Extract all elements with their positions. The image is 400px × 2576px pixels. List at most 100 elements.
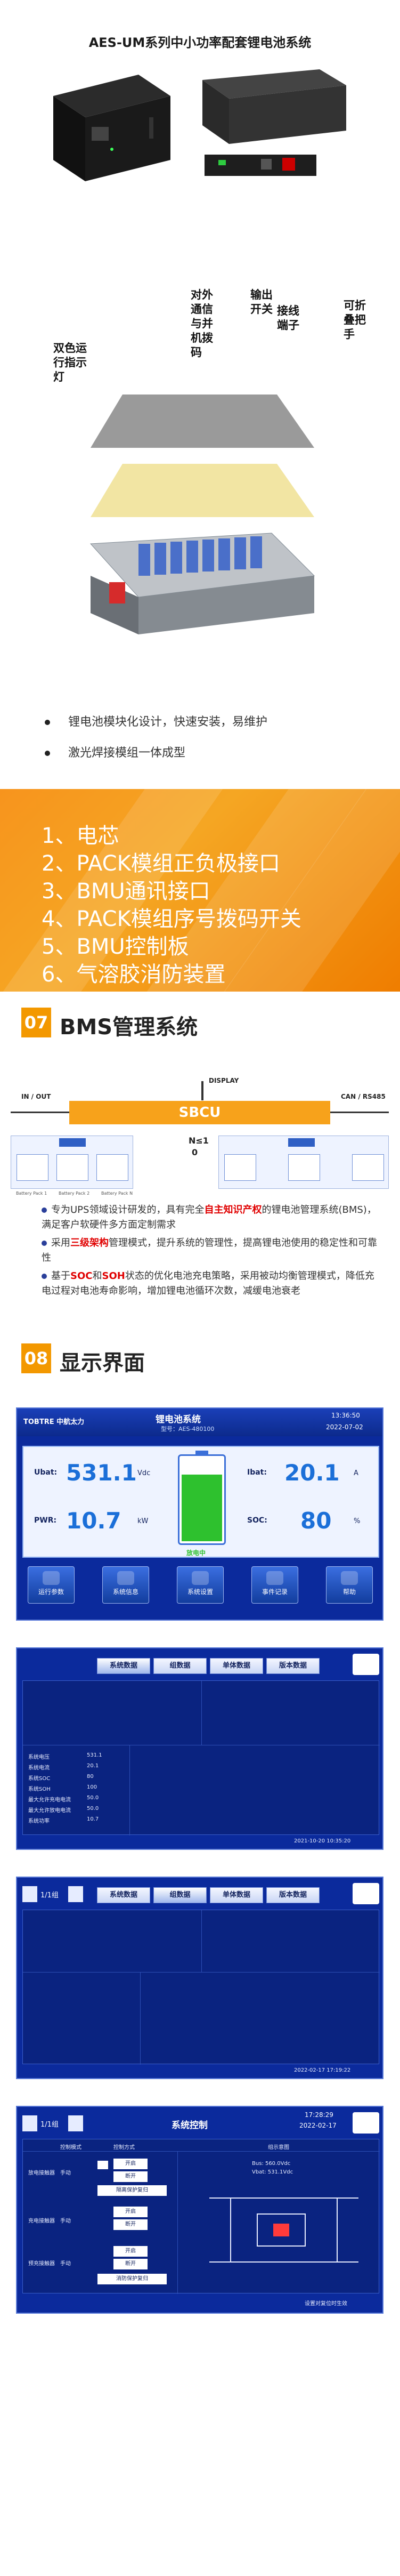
page-title: AES-UM系列中小功率配套锂电池系统	[88, 35, 312, 50]
info-icon	[117, 1571, 134, 1585]
prev-group-button[interactable]	[22, 2115, 37, 2131]
can-label: CAN / RS485	[341, 1093, 386, 1100]
soc-unit: %	[354, 1517, 361, 1525]
main-metrics-panel: Ubat: 531.1 Vdc PWR: 10.7 kW 放电中 Ibat: 2…	[22, 1446, 379, 1558]
soc-label: SOC:	[247, 1516, 267, 1525]
zero-label: 0	[192, 1147, 198, 1157]
home-button[interactable]	[353, 1883, 379, 1904]
contactor-close-button[interactable]: 断开	[113, 2171, 148, 2182]
tab-system-data[interactable]: 系统数据	[97, 1658, 150, 1674]
contactor-close-button[interactable]: 断开	[113, 2259, 148, 2269]
footer-note: 设置对复位时生效	[305, 2301, 347, 2307]
component-item: 3、BMU通讯接口	[42, 879, 210, 904]
group-indicator: 1/1组	[40, 1891, 59, 1899]
feature-1: 锂电池模块化设计，快速安装，易维护	[45, 712, 267, 729]
control-table: 控制模式 控制方式 组示意图 放电接触器 手动 开启 断开 隔离保护复归 充电接…	[22, 2139, 380, 2294]
brand-logo: TOBTRE 中航太力	[23, 1418, 85, 1426]
component-item: 5、BMU控制板	[42, 935, 189, 959]
hmi-group-data-screen: 1/1组 系统数据 组数据 单体数据 版本数据 2022-02-17 17:19…	[16, 1877, 383, 2079]
exploded-pack-illustration	[89, 395, 315, 634]
component-item: 4、PACK模组序号拨码开关	[42, 907, 301, 931]
clock-time: 13:36:50	[331, 1412, 360, 1419]
nav-help[interactable]: 帮助	[326, 1566, 373, 1604]
hmi-system-control-screen: 1/1组 系统控制 17:28:29 2022-02-17 控制模式 控制方式 …	[16, 2106, 383, 2314]
group-indicator: 1/1组	[40, 2121, 59, 2129]
tab-cell-data[interactable]: 单体数据	[210, 1658, 263, 1674]
pwr-unit: kW	[137, 1517, 149, 1525]
home-button[interactable]	[353, 1654, 379, 1675]
bms-paragraph-1: 专为UPS领域设计研发的，具有完全自主知识产权的锂电池管理系统(BMS)，满足客…	[42, 1204, 377, 1230]
contactor-open-button[interactable]: 开启	[113, 2159, 148, 2169]
contactor-open-button[interactable]: 开启	[113, 2207, 148, 2217]
battery-state: 放电中	[186, 1549, 206, 1557]
pack-label: Battery Pack 2	[59, 1191, 90, 1196]
prev-group-button[interactable]	[22, 1886, 37, 1902]
tab-system-data[interactable]: 系统数据	[97, 1887, 150, 1903]
select-toggle[interactable]	[97, 2161, 108, 2169]
pwr-label: PWR:	[34, 1516, 57, 1525]
pack-group-right	[218, 1136, 389, 1189]
tab-version-data[interactable]: 版本数据	[266, 1887, 320, 1903]
contactor-schematic	[209, 2197, 358, 2263]
gear-icon	[192, 1571, 209, 1585]
display-label: DISPLAY	[209, 1077, 239, 1084]
feature-2: 激光焊接模组一体成型	[45, 743, 185, 760]
timestamp: 2021-10-20 10:35:20	[294, 1838, 351, 1844]
front-unit-illustration	[53, 75, 170, 181]
model-label: 型号：AES-480100	[161, 1426, 215, 1432]
isolation-reset-button[interactable]: 隔离保护复归	[97, 2185, 167, 2196]
component-item: 6、气溶胶消防装置	[42, 962, 226, 987]
pwr-value: 10.7	[66, 1508, 121, 1534]
sbcu-bar: SBCU	[69, 1101, 330, 1124]
fire-reset-button[interactable]: 消防保护复归	[97, 2274, 167, 2284]
tab-version-data[interactable]: 版本数据	[266, 1658, 320, 1674]
component-list: 1、电芯 2、PACK模组正负极接口 3、BMU通讯接口 4、PACK模组序号拨…	[42, 822, 301, 988]
pack-label: Battery Pack N	[101, 1191, 133, 1196]
ubat-value: 531.1	[66, 1460, 137, 1486]
ubat-unit: Vdc	[137, 1469, 151, 1477]
bms-diagram: DISPLAY SBCU IN / OUT CAN / RS485 N≤1 0 …	[0, 1072, 400, 1196]
callout-switch: 输出开关	[250, 288, 273, 316]
ibat-label: Ibat:	[247, 1468, 267, 1477]
nav-run-params[interactable]: 运行参数	[28, 1566, 75, 1604]
contactor-open-button[interactable]: 开启	[113, 2246, 148, 2257]
component-item: 1、电芯	[42, 824, 119, 848]
hmi-main-screen: TOBTRE 中航太力 锂电池系统 型号：AES-480100 13:36:50…	[16, 1407, 383, 1621]
ibat-unit: A	[354, 1469, 358, 1477]
ns-label: N≤1	[189, 1136, 209, 1146]
in-out-label: IN / OUT	[21, 1093, 51, 1100]
hmi-header: TOBTRE 中航太力 锂电池系统 型号：AES-480100 13:36:50…	[17, 1408, 382, 1436]
nav-event-log[interactable]: 事件记录	[251, 1566, 298, 1604]
battery-gauge	[178, 1451, 226, 1545]
hmi-system-data-screen: 系统数据 组数据 单体数据 版本数据 系统电压 531.1 系统电流 20.1 …	[16, 1647, 383, 1850]
bms-paragraph-3: 基于SOC和SOH状态的优化电池充电策略，采用被动均衡管理模式，降低充电过程对电…	[42, 1270, 374, 1297]
tab-group-data[interactable]: 组数据	[153, 1658, 207, 1674]
callout-terminal: 接线端子	[277, 304, 299, 332]
components-banner: 1、电芯 2、PACK模组正负极接口 3、BMU通讯接口 4、PACK模组序号拨…	[0, 789, 400, 992]
home-button[interactable]	[353, 2112, 379, 2134]
contactor-close-button[interactable]: 断开	[113, 2219, 148, 2230]
screen-title: 系统控制	[172, 2120, 208, 2131]
next-group-button[interactable]	[68, 2115, 83, 2131]
callout-comm: 对外通信与并机拨码	[191, 288, 213, 359]
nav-system-settings[interactable]: 系统设置	[177, 1566, 224, 1604]
pack-group-left	[11, 1136, 133, 1189]
rear-unit-illustration	[202, 69, 346, 176]
nav-system-info[interactable]: 系统信息	[102, 1566, 149, 1604]
clock-time: 17:28:29	[305, 2111, 333, 2119]
chart-icon	[43, 1571, 60, 1585]
system-name: 锂电池系统	[156, 1414, 201, 1425]
bms-paragraph-2: 采用三级架构管理模式，提升系统的管理性，提高锂电池使用的稳定性和可靠性	[42, 1237, 377, 1263]
clock-date: 2022-07-02	[326, 1423, 363, 1431]
pack-label: Battery Pack 1	[16, 1191, 47, 1196]
battery-fill	[182, 1475, 222, 1541]
group-data-table	[22, 1910, 380, 2065]
next-group-button[interactable]	[68, 1886, 83, 1902]
tab-cell-data[interactable]: 单体数据	[210, 1887, 263, 1903]
timestamp: 2022-02-17 17:19:22	[294, 2067, 351, 2073]
data-table: 系统电压 531.1 系统电流 20.1 系统SOC 80 系统SOH 100 …	[22, 1680, 380, 1836]
tab-group-data[interactable]: 组数据	[153, 1887, 207, 1903]
ubat-label: Ubat:	[34, 1468, 58, 1477]
clock-date: 2022-02-17	[299, 2122, 337, 2129]
log-icon	[266, 1571, 283, 1585]
